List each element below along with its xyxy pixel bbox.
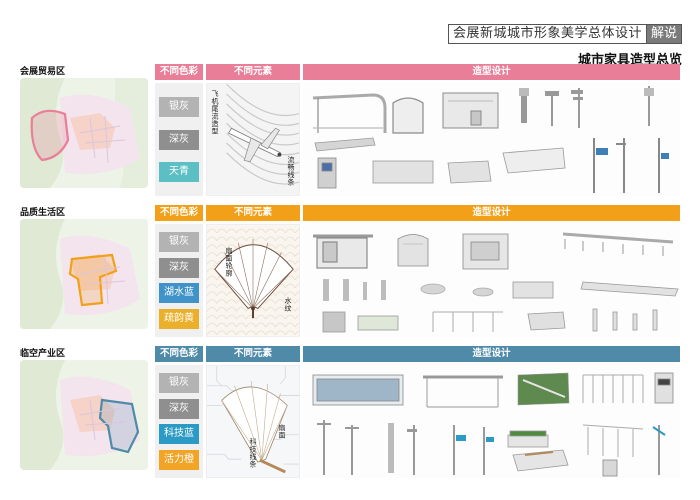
design-gallery bbox=[303, 83, 680, 196]
design-header: 造型设计 bbox=[303, 64, 680, 80]
fence-icon bbox=[562, 232, 674, 256]
swatch-tech-blue: 科技蓝 bbox=[159, 424, 199, 445]
color-swatches: 银灰 深灰 天青 bbox=[155, 83, 203, 196]
lamp-icon bbox=[616, 138, 626, 193]
area-map bbox=[20, 360, 148, 470]
element-image-circuit-fan: 科技线条 扇面 bbox=[206, 365, 300, 478]
traffic-sign-icon bbox=[593, 138, 669, 193]
tech-pole-icon bbox=[652, 425, 666, 475]
swatch-silver-gray: 银灰 bbox=[159, 372, 199, 393]
area-map-graphic bbox=[20, 219, 148, 329]
furniture-gallery bbox=[312, 86, 669, 193]
swatch-silver-gray: 银灰 bbox=[159, 231, 199, 252]
area-map bbox=[20, 219, 148, 329]
swatch-dark-gray: 深灰 bbox=[159, 129, 199, 150]
fence-icon bbox=[582, 374, 644, 403]
bus-shelter-icon bbox=[423, 375, 503, 408]
signpost-icon bbox=[519, 86, 654, 128]
element-image-airplane: 飞机尾流造型 流畅线条 bbox=[206, 83, 300, 196]
planter-icon bbox=[507, 430, 569, 472]
elements-header: 不同元素 bbox=[206, 64, 300, 80]
green-wall-icon bbox=[517, 372, 570, 406]
folding-fan-icon bbox=[221, 380, 288, 474]
bollard-icon bbox=[323, 279, 386, 301]
bus-shelter-icon bbox=[313, 234, 373, 269]
title-box: 会展新城城市形象美学总体设计 解说 bbox=[447, 24, 682, 44]
area-label: 会展贸易区 bbox=[20, 67, 66, 77]
element-label: 飞机尾流造型 bbox=[211, 90, 219, 135]
section-exhibition-trade: 会展贸易区 不同色彩 不同元素 造型设计 银灰 深灰 天青 bbox=[20, 64, 680, 198]
swatch-lake-blue: 湖水蓝 bbox=[159, 283, 199, 304]
billboard-icon bbox=[312, 374, 404, 406]
swatch-vigor-orange: 活力橙 bbox=[159, 450, 199, 471]
kiosk-icon bbox=[397, 234, 429, 267]
elements-header: 不同元素 bbox=[206, 346, 300, 362]
element-label: 水纹 bbox=[284, 297, 292, 312]
design-gallery bbox=[303, 224, 680, 337]
elements-header: 不同元素 bbox=[206, 205, 300, 221]
furniture-gallery bbox=[313, 232, 679, 333]
furniture-gallery bbox=[312, 372, 674, 477]
planter-bench-icon bbox=[372, 147, 566, 184]
element-label: 扇面 bbox=[278, 424, 286, 439]
section-airport-industry: 临空产业区 不同色彩 不同元素 造型设计 银灰 深灰 科技蓝 活力橙 bbox=[20, 346, 680, 480]
shelter-icon bbox=[392, 97, 424, 134]
area-map bbox=[20, 78, 148, 188]
area-label: 品质生活区 bbox=[20, 208, 66, 218]
seat-icon bbox=[527, 308, 658, 332]
lamp-post-icon bbox=[317, 420, 417, 475]
swatch-dark-gray: 深灰 bbox=[159, 398, 199, 419]
colors-header: 不同色彩 bbox=[155, 346, 203, 362]
kiosk-icon bbox=[442, 92, 499, 129]
color-swatches: 银灰 深灰 科技蓝 活力橙 bbox=[155, 365, 203, 478]
bench-icon bbox=[512, 281, 679, 299]
design-gallery bbox=[303, 365, 680, 478]
trash-bin-icon bbox=[322, 311, 399, 333]
swatch-silver-gray: 银灰 bbox=[159, 97, 199, 118]
manhole-cover-icon bbox=[420, 283, 494, 297]
bench-icon bbox=[314, 137, 376, 152]
design-header: 造型设计 bbox=[303, 346, 680, 362]
info-kiosk-icon bbox=[654, 372, 674, 404]
trash-bin-icon bbox=[602, 459, 618, 477]
element-image-fan: 扇面轮廓 水纹 bbox=[206, 224, 300, 337]
swatch-dark-gray: 深灰 bbox=[159, 257, 199, 278]
signpost-icon bbox=[453, 425, 494, 475]
folding-fan-icon bbox=[214, 238, 294, 319]
airplane-icon bbox=[227, 127, 282, 162]
bus-shelter-icon bbox=[312, 93, 387, 133]
area-map-graphic bbox=[20, 360, 148, 470]
swatch-rhythm-yellow: 疏韵黄 bbox=[159, 309, 199, 330]
circuit-fan-illustration bbox=[207, 366, 299, 477]
page-header: 会展新城城市形象美学总体设计 解说 城市家具造型总览 bbox=[447, 22, 682, 68]
section-quality-living: 品质生活区 不同色彩 不同元素 造型设计 银灰 深灰 湖水蓝 疏韵黄 bbox=[20, 205, 680, 339]
element-label: 流畅线条 bbox=[287, 156, 295, 186]
title-tag: 解说 bbox=[645, 25, 681, 43]
color-swatches: 银灰 深灰 湖水蓝 疏韵黄 bbox=[155, 224, 203, 337]
vending-machine-icon bbox=[317, 157, 337, 189]
area-map-graphic bbox=[20, 78, 148, 188]
element-label: 扇面轮廓 bbox=[225, 247, 233, 277]
fan-illustration bbox=[207, 225, 299, 336]
area-label: 临空产业区 bbox=[20, 349, 66, 359]
railing-icon bbox=[432, 311, 503, 332]
element-label: 科技线条 bbox=[249, 438, 257, 468]
colors-header: 不同色彩 bbox=[155, 205, 203, 221]
swatch-sky-cyan: 天青 bbox=[159, 161, 199, 182]
design-header: 造型设计 bbox=[303, 205, 680, 221]
airplane-illustration bbox=[207, 84, 299, 195]
colors-header: 不同色彩 bbox=[155, 64, 203, 80]
page-title: 会展新城城市形象美学总体设计 bbox=[452, 26, 642, 41]
shelter-icon bbox=[462, 233, 509, 270]
railing-icon bbox=[582, 424, 644, 457]
